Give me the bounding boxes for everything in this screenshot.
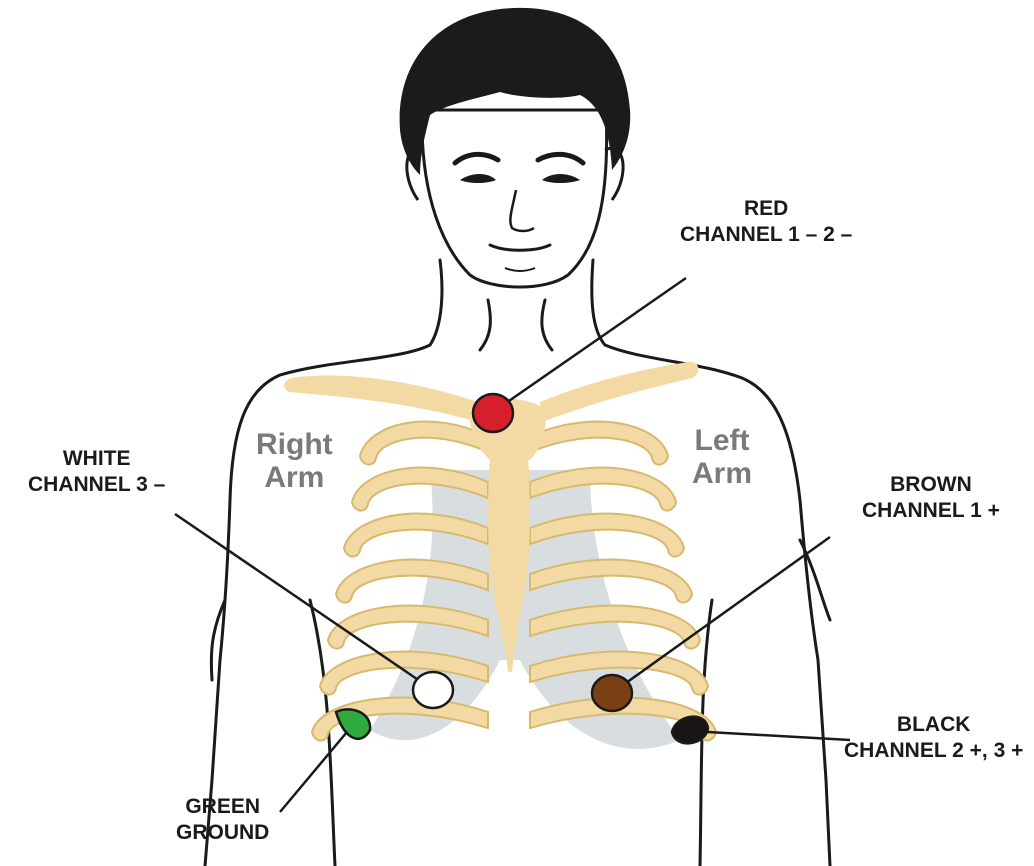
right-arm-label: Right Arm bbox=[256, 428, 333, 494]
brown-label-color: BROWN bbox=[862, 472, 1000, 498]
black-electrode bbox=[672, 717, 708, 744]
white-leader-line bbox=[175, 514, 433, 690]
white-label-color: WHITE bbox=[28, 446, 165, 472]
right-arm-label-line2: Arm bbox=[256, 461, 333, 494]
white-label: WHITE CHANNEL 3 – bbox=[28, 446, 165, 498]
left-rib bbox=[530, 422, 668, 465]
red-electrode bbox=[473, 394, 513, 432]
brown-electrode bbox=[592, 675, 632, 711]
white-label-channel: CHANNEL 3 – bbox=[28, 472, 165, 498]
right-arm-label-line1: Right bbox=[256, 428, 333, 461]
black-label-color: BLACK bbox=[844, 712, 1023, 738]
green-label: GREEN GROUND bbox=[176, 794, 269, 846]
right-rib bbox=[360, 422, 488, 465]
head bbox=[400, 8, 631, 287]
brown-label: BROWN CHANNEL 1 + bbox=[862, 472, 1000, 524]
left-arm-label: Left Arm bbox=[692, 424, 752, 490]
left-arm-label-line2: Arm bbox=[692, 457, 752, 490]
white-electrode bbox=[413, 672, 453, 708]
left-arm-label-line1: Left bbox=[692, 424, 752, 457]
black-label-channel: CHANNEL 2 +, 3 + bbox=[844, 738, 1023, 764]
red-label-color: RED bbox=[680, 196, 852, 222]
brown-label-channel: CHANNEL 1 + bbox=[862, 498, 1000, 524]
left-clavicle bbox=[540, 362, 698, 422]
red-label-channel: CHANNEL 1 – 2 – bbox=[680, 222, 852, 248]
black-label: BLACK CHANNEL 2 +, 3 + bbox=[844, 712, 1023, 764]
green-label-color: GREEN bbox=[176, 794, 269, 820]
green-label-channel: GROUND bbox=[176, 820, 269, 846]
red-label: RED CHANNEL 1 – 2 – bbox=[680, 196, 852, 248]
xiphoid bbox=[505, 645, 515, 672]
right-clavicle bbox=[284, 376, 478, 422]
